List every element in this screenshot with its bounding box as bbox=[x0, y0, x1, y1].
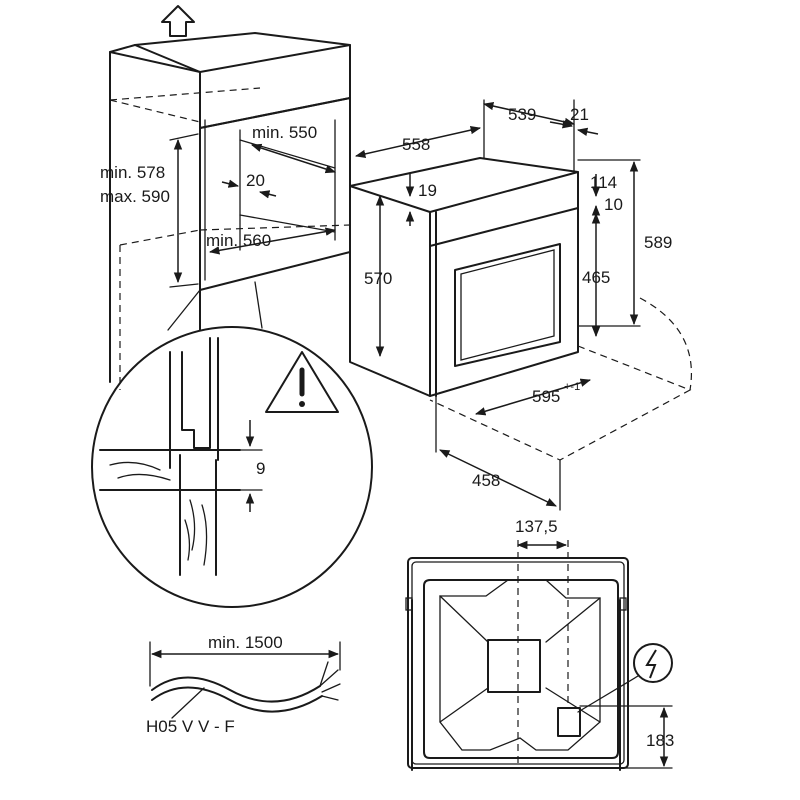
cabinet-max-height-label: max. 590 bbox=[100, 187, 170, 206]
oven-panel-thickness-label: 21 bbox=[570, 105, 589, 124]
oven-front-height-label: 589 bbox=[644, 233, 672, 252]
electrical-hazard-icon bbox=[633, 643, 673, 683]
back-panel-height-label: 183 bbox=[646, 731, 674, 750]
oven-top-clearance-label: 19 bbox=[418, 181, 437, 200]
detail-magnifier bbox=[91, 281, 373, 608]
detail-gap-label: 9 bbox=[256, 459, 265, 478]
up-arrow-icon bbox=[161, 5, 195, 37]
cabinet-gap-label: 20 bbox=[246, 171, 265, 190]
cable-type-label: H05 V V - F bbox=[146, 717, 235, 736]
oven-frame-offset-label: 10 bbox=[604, 195, 623, 214]
oven-drawing bbox=[349, 157, 692, 461]
warning-icon bbox=[265, 351, 339, 413]
cabinet-min-depth-label: min. 550 bbox=[252, 123, 317, 142]
cable-min-length-label: min. 1500 bbox=[208, 633, 283, 652]
cabinet-min-height-label: min. 578 bbox=[100, 163, 165, 182]
cabinet-drawing bbox=[109, 32, 351, 390]
oven-bottom-depth-label: 458 bbox=[472, 471, 500, 490]
cabinet-min-width-label: min. 560 bbox=[206, 231, 271, 250]
oven-front-width-label: 595 bbox=[532, 387, 560, 406]
oven-door-height-label: 465 bbox=[582, 268, 610, 287]
back-panel-drawing bbox=[405, 540, 629, 771]
oven-front-offset-label: 539 bbox=[508, 105, 536, 124]
power-cable-drawing bbox=[149, 641, 341, 713]
oven-body-depth-label: 558 bbox=[402, 135, 430, 154]
oven-control-height-label: 114 bbox=[590, 173, 617, 192]
oven-front-width-tolerance: +-1 bbox=[564, 381, 580, 393]
oven-body-height-label: 570 bbox=[364, 269, 392, 288]
back-panel-offset-label: 137,5 bbox=[515, 517, 558, 536]
